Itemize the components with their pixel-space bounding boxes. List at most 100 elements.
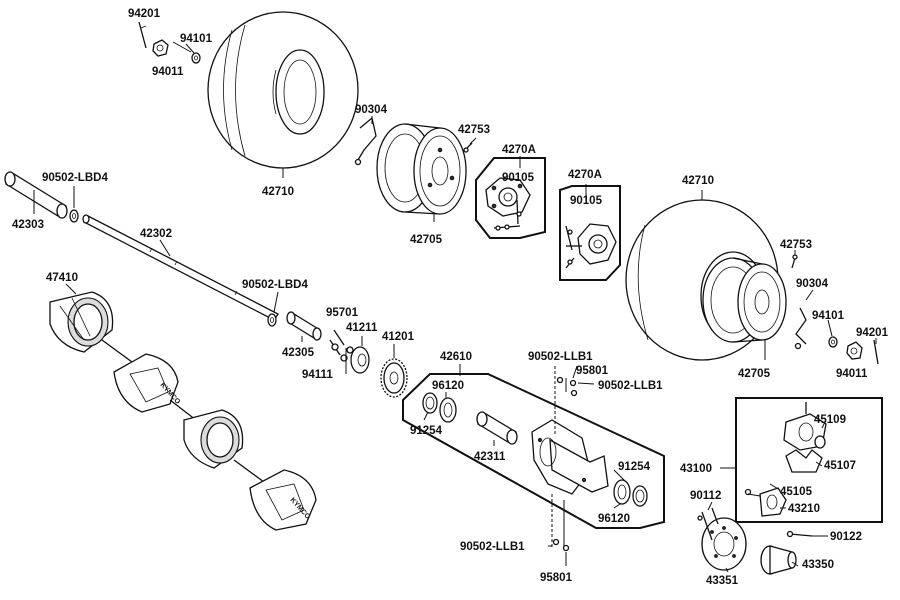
label-90502-llb1-bottom: 90502-LLB1 xyxy=(460,541,525,553)
seal-91254-right xyxy=(632,485,648,507)
label-42710-left: 42710 xyxy=(262,186,294,198)
label-90502-llb1-top: 90502-LLB1 xyxy=(528,351,593,363)
label-45107: 45107 xyxy=(824,460,856,472)
label-90112: 90112 xyxy=(690,490,721,502)
label-95801-bottom: 95801 xyxy=(540,572,573,584)
studs-90105-right xyxy=(565,225,582,269)
label-90304-left: 90304 xyxy=(355,104,388,116)
bolt-90122 xyxy=(786,530,813,538)
cap-47410-4: KYMCO xyxy=(249,469,317,531)
label-90502-lbd4-left: 90502-LBD4 xyxy=(42,172,108,184)
caliper-45109 xyxy=(783,402,827,451)
washer-94101-left xyxy=(191,52,201,64)
boot-47410-1 xyxy=(49,291,114,353)
bolt-94201-left xyxy=(138,21,147,49)
label-94201-left: 94201 xyxy=(128,8,161,20)
label-43351: 43351 xyxy=(706,575,739,587)
label-42610: 42610 xyxy=(440,351,472,363)
label-96120-right: 96120 xyxy=(598,513,630,525)
label-42302: 42302 xyxy=(140,228,172,240)
label-41201: 41201 xyxy=(382,331,415,343)
bolt-94201-right xyxy=(873,339,879,365)
washer-90502-lbd4-right xyxy=(267,313,277,327)
bearing-housing-42610 xyxy=(531,419,609,495)
sprocket-41201 xyxy=(380,358,408,398)
hub-flange-right xyxy=(577,223,617,265)
axle-42302 xyxy=(82,214,279,321)
label-47410: 47410 xyxy=(46,272,78,284)
spacer-42305 xyxy=(286,311,322,341)
caliper-box xyxy=(735,397,883,523)
hub-kit-box-left xyxy=(475,157,546,239)
valve-42753-left xyxy=(463,142,473,153)
label-42753-left: 42753 xyxy=(458,124,490,136)
label-90502-lbd4-right: 90502-LBD4 xyxy=(242,279,308,291)
label-42303: 42303 xyxy=(12,219,44,231)
label-4270A-left: 4270A xyxy=(502,144,536,156)
pin-45105 xyxy=(744,488,761,497)
label-43210: 43210 xyxy=(788,503,820,515)
boot-47410-3 xyxy=(183,409,244,469)
label-90105-right: 90105 xyxy=(570,195,603,207)
spacer-42303 xyxy=(4,171,68,219)
label-45109: 45109 xyxy=(814,414,846,426)
label-90105-left: 90105 xyxy=(502,172,535,184)
disc-hub-43350 xyxy=(760,545,797,575)
label-90304-right: 90304 xyxy=(796,278,829,290)
washer-94101-right xyxy=(828,336,838,348)
label-94011-left: 94011 xyxy=(152,66,184,78)
label-90502-llb1-right: 90502-LLB1 xyxy=(598,380,663,392)
label-41211: 41211 xyxy=(346,322,378,334)
cap-47410-2: KYMCO xyxy=(113,353,182,413)
label-94201-right: 94201 xyxy=(856,327,889,339)
rim-left xyxy=(376,123,467,215)
sleeve-42311 xyxy=(476,411,518,445)
label-43100: 43100 xyxy=(680,463,712,475)
label-94111: 94111 xyxy=(302,369,333,381)
label-45105: 45105 xyxy=(780,486,813,498)
label-96120-left: 96120 xyxy=(432,380,464,392)
brake-disc-43351 xyxy=(701,517,747,571)
washer-90502-lbd4-left xyxy=(69,209,79,223)
seal-91254-left xyxy=(422,392,438,414)
label-42710-right: 42710 xyxy=(682,175,714,187)
rim-right xyxy=(702,257,787,343)
label-4270A-right: 4270A xyxy=(568,169,602,181)
label-42305: 42305 xyxy=(282,347,315,359)
valve-42753-right xyxy=(791,254,798,269)
bearing-96120-left xyxy=(439,397,457,423)
hub-kit-box-right xyxy=(559,185,621,281)
bolts-housing-top xyxy=(554,366,578,434)
label-95801-top: 95801 xyxy=(576,365,609,377)
hub-flange-left xyxy=(485,177,531,217)
nut-94011-right xyxy=(846,341,863,360)
label-94101-right: 94101 xyxy=(812,310,845,322)
label-42311: 42311 xyxy=(474,451,506,463)
bearing-96120-right xyxy=(613,479,631,505)
sprocket-hub-41211 xyxy=(350,346,370,374)
label-42705-right: 42705 xyxy=(738,368,771,380)
leader-lines xyxy=(33,43,877,573)
label-90122: 90122 xyxy=(830,531,862,543)
bolts-90112 xyxy=(697,507,719,541)
valve-stem-90304-left xyxy=(354,116,377,166)
part-labels: 94201 94101 94011 42710 90304 42753 4270… xyxy=(12,8,889,587)
label-94011-right: 94011 xyxy=(836,368,868,380)
nut-94011-left xyxy=(152,39,169,57)
bracket-43210 xyxy=(759,487,787,517)
tire-left xyxy=(207,11,359,169)
pads-45107 xyxy=(785,449,823,473)
label-91254-left: 91254 xyxy=(410,425,443,437)
label-94101-left: 94101 xyxy=(180,33,213,45)
studs-90105-left xyxy=(493,199,522,231)
bolts-housing-bottom xyxy=(551,494,570,552)
bearing-housing-box xyxy=(402,373,665,529)
label-42705-left: 42705 xyxy=(410,234,443,246)
label-91254-right: 91254 xyxy=(618,461,651,473)
label-42753-right: 42753 xyxy=(780,239,812,251)
label-43350: 43350 xyxy=(802,559,834,571)
bolts-95701 xyxy=(329,329,345,356)
label-95701: 95701 xyxy=(326,307,359,319)
valve-stem-90304-right xyxy=(794,307,807,350)
